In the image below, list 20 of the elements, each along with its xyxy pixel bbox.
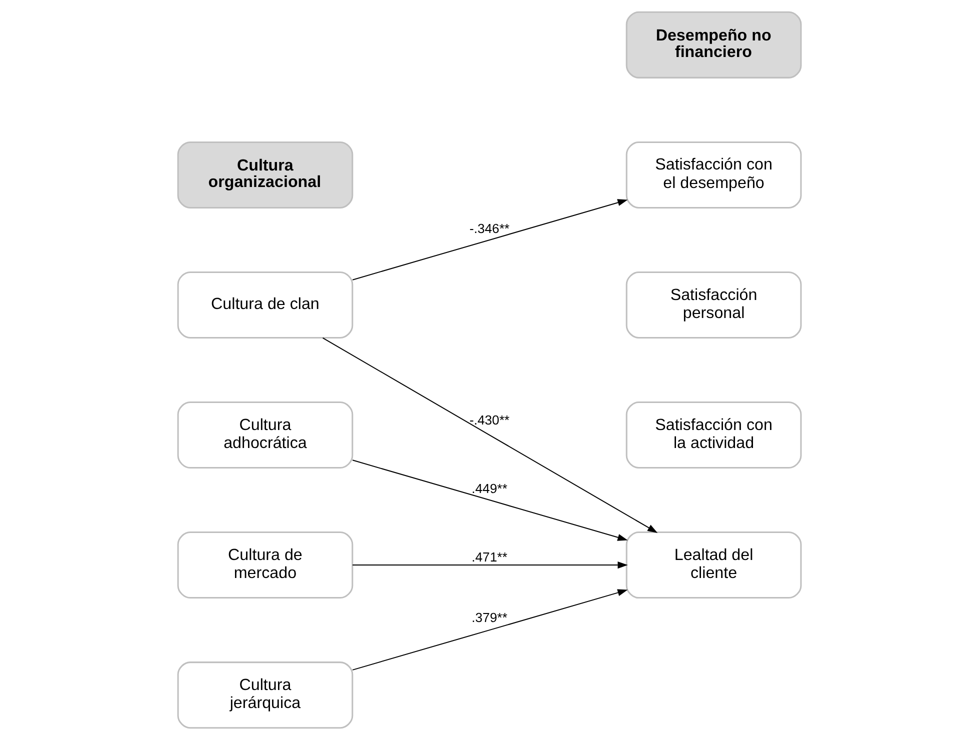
node-box: Satisfacción con el desempeño bbox=[626, 141, 802, 208]
arrow bbox=[352, 589, 628, 670]
node-box: Satisfacción personal bbox=[626, 271, 802, 338]
edge-label: -.430** bbox=[469, 412, 510, 428]
edge-label: -.346** bbox=[469, 220, 510, 236]
arrow bbox=[352, 460, 628, 541]
arrow bbox=[352, 199, 628, 280]
edge-label: .449** bbox=[472, 480, 508, 496]
node-box: Cultura organizacional bbox=[177, 141, 354, 208]
node-box: Cultura jerárquica bbox=[177, 662, 354, 729]
edge-label: .471** bbox=[472, 549, 508, 564]
arrow bbox=[352, 562, 628, 569]
node-box: Cultura de clan bbox=[177, 271, 354, 338]
node-box: Desempeño no financiero bbox=[626, 11, 802, 78]
node-box: Satisfacción con la actividad bbox=[626, 402, 802, 469]
node-box: Cultura adhocrática bbox=[177, 402, 354, 469]
node-box: Cultura de mercado bbox=[177, 532, 354, 599]
arrow bbox=[322, 337, 658, 533]
node-box: Lealtad del cliente bbox=[626, 532, 802, 599]
edge-label: .379** bbox=[472, 610, 508, 625]
